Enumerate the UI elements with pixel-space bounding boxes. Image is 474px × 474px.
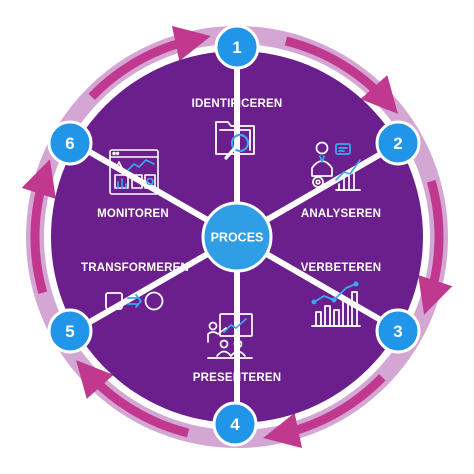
step-number-3: 3 bbox=[393, 322, 402, 341]
presentation-audience-icon bbox=[207, 313, 253, 359]
center-hub bbox=[201, 201, 273, 273]
cycle-arrow-6 bbox=[88, 25, 211, 100]
segment-label-transformeren: TRANSFORMEREN bbox=[81, 262, 189, 274]
cycle-arrow-5 bbox=[21, 159, 56, 294]
step-number-4: 4 bbox=[230, 415, 240, 434]
step-badges: 1 2 3 4 5 6 bbox=[47, 24, 421, 447]
step-badge-3: 3 bbox=[375, 308, 421, 354]
segment-label-presenteren: PRESENTEREN bbox=[193, 372, 281, 384]
dashboard-monitor-icon bbox=[109, 149, 159, 195]
cycle-arrow-4 bbox=[76, 360, 190, 438]
segment-label-analyseren: ANALYSEREN bbox=[301, 208, 381, 220]
step-badge-2: 2 bbox=[375, 120, 421, 166]
step-badge-6: 6 bbox=[47, 120, 93, 166]
folder-search-icon bbox=[215, 121, 255, 160]
cycle-arrow-3 bbox=[263, 374, 386, 449]
cycle-arrow-2 bbox=[418, 180, 453, 315]
step-badge-5: 5 bbox=[47, 308, 93, 354]
step-number-5: 5 bbox=[65, 322, 74, 341]
analyst-gear-chart-icon bbox=[311, 141, 361, 191]
segment-icons bbox=[105, 121, 361, 359]
center-label: PROCES bbox=[211, 231, 264, 245]
square-to-circle-transform-icon bbox=[105, 291, 164, 311]
segment-label-monitoren: MONITOREN bbox=[97, 208, 169, 220]
segment-label-verbeteren: VERBETEREN bbox=[301, 262, 382, 274]
step-number-2: 2 bbox=[393, 134, 402, 153]
cycle-arrows bbox=[21, 25, 453, 449]
cycle-arrow-1 bbox=[284, 36, 398, 114]
segment-label-identificeren: IDENTIFICEREN bbox=[192, 98, 283, 110]
step-number-6: 6 bbox=[65, 134, 74, 153]
step-number-1: 1 bbox=[232, 38, 241, 57]
rising-bar-chart-icon bbox=[311, 281, 361, 327]
segment-labels: IDENTIFICEREN ANALYSEREN VERBETEREN PRES… bbox=[81, 98, 381, 384]
step-badge-4: 4 bbox=[212, 401, 258, 447]
step-badge-1: 1 bbox=[214, 24, 260, 70]
